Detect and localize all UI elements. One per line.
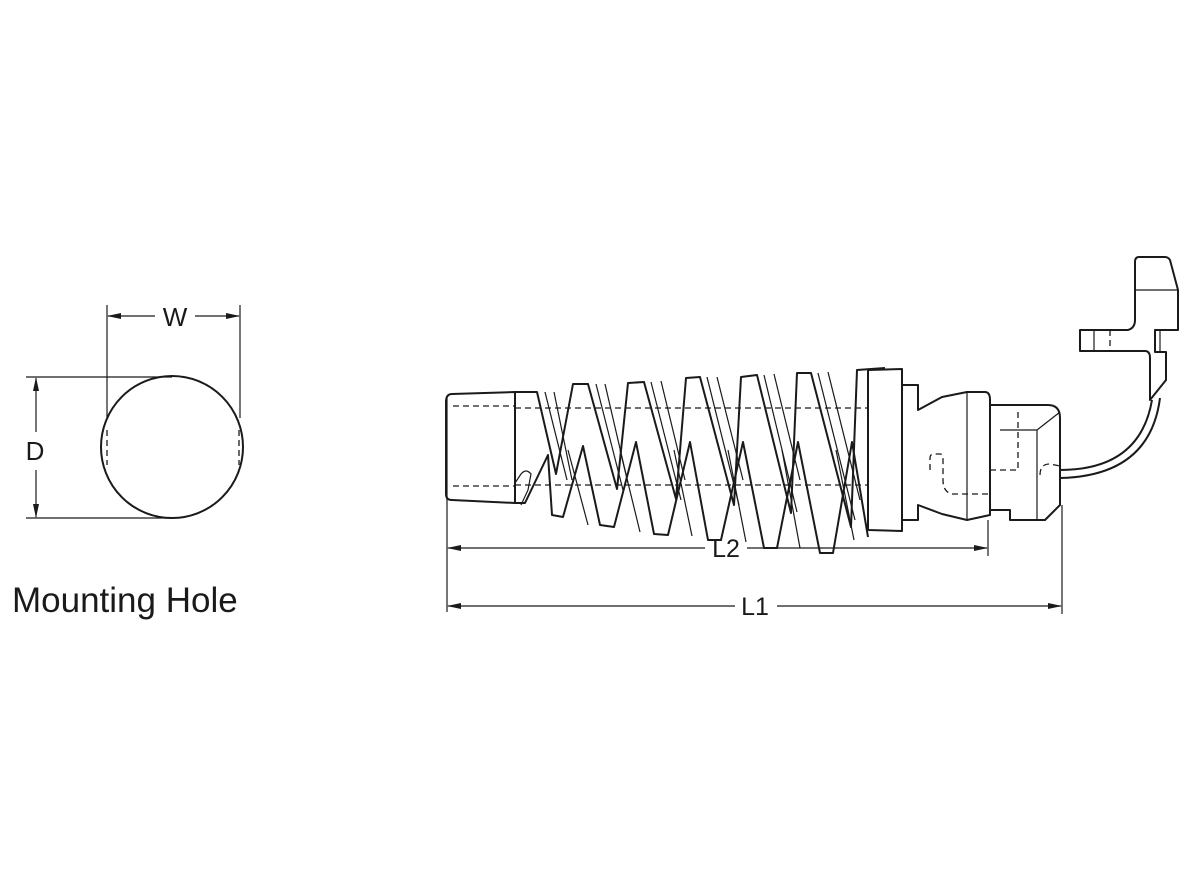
diameter-label: D [26,436,45,466]
diameter-dimension: D [26,376,172,519]
length-dimensions: L2 L1 [446,398,1063,621]
l2-dimension: L2 [447,535,988,563]
width-dimension: W [106,302,241,418]
mounting-hole-view: W D Mounting Hole [12,302,244,620]
mounting-hole-title: Mounting Hole [12,581,238,620]
mounting-hole-circle [100,375,244,519]
width-label: W [163,302,188,332]
part-side-view [445,256,1179,554]
l1-label: L1 [741,593,769,621]
l2-label: L2 [712,535,740,563]
l1-dimension: L1 [447,593,1062,621]
